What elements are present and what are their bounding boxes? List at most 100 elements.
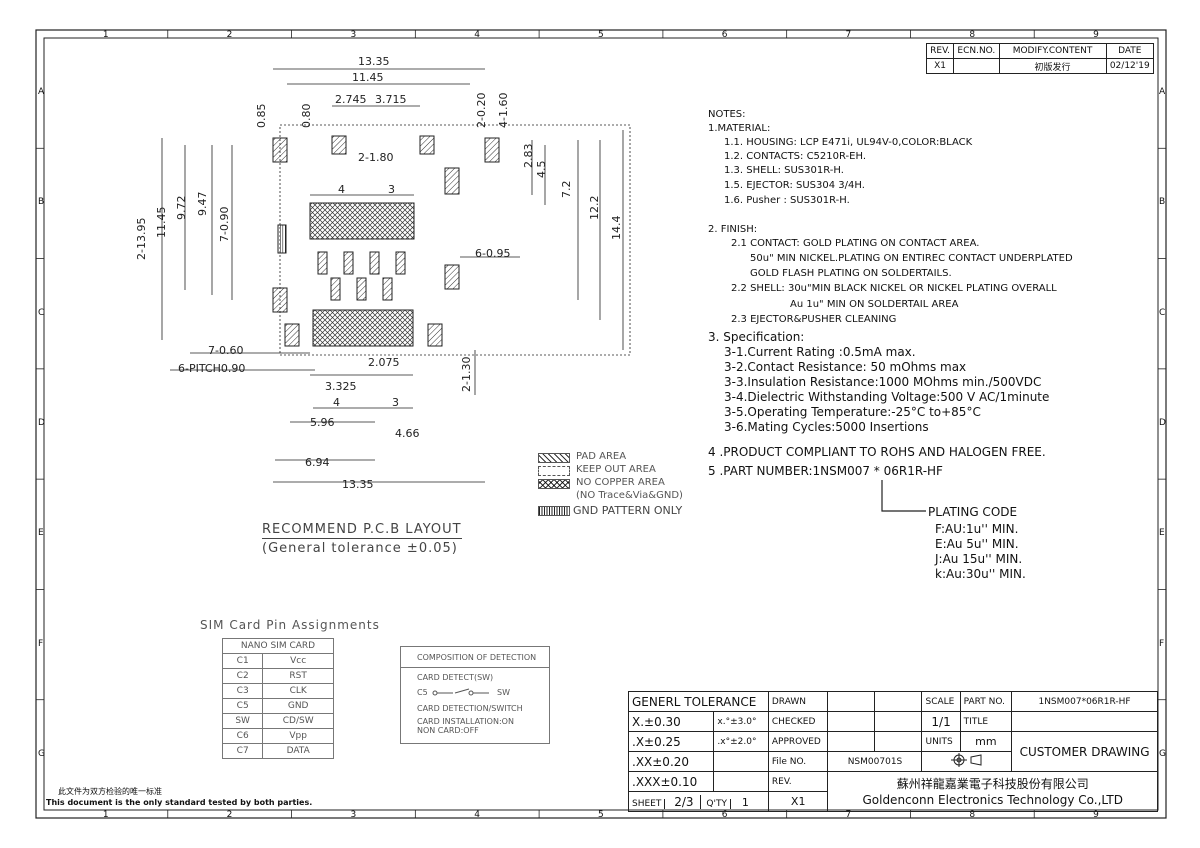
plating-code-e: E:Au 5u'' MIN. [935,537,1019,551]
dim-6-pitch-0-90: 6-PITCH0.90 [178,362,245,375]
grid-col-top-8: 8 [969,30,976,40]
dim-4-top: 4 [338,183,345,196]
dim-2-1-80: 2-1.80 [358,151,393,164]
dim-4-66: 4.66 [395,427,420,440]
dim-3-top: 3 [388,183,395,196]
plating-code-j: J:Au 15u'' MIN. [935,552,1023,566]
grid-col-bottom-3: 3 [350,810,357,820]
tolerance-x: X.±0.30 [627,711,715,732]
layout-title: RECOMMEND P.C.B LAYOUT [262,522,462,539]
grid-col-bottom-7: 7 [845,810,852,820]
dim-3-bottom: 3 [392,396,399,409]
sheet-label: SHEET [629,798,666,809]
dim-11-45: 11.45 [352,71,384,84]
dim-6-0-95: 6-0.95 [475,247,510,260]
dim-11-45-vertical: 11.45 [155,207,168,239]
grid-row-right-F: F [1159,638,1165,649]
part-no-label: PART NO. [959,691,1013,712]
legend-no-trace: (NO Trace&Via&GND) [576,490,683,501]
grid-col-top-1: 1 [102,30,109,40]
material-3: 1.3. SHELL: SUS301R-H. [724,165,844,176]
dim-0-85: 0.85 [255,104,268,129]
material-4: 1.5. EJECTOR: SUS304 3/4H. [724,180,865,191]
detection-line1: CARD DETECT(SW) [417,673,494,682]
finish-5: Au 1u" MIN ON SOLDERTAIL AREA [790,299,959,310]
rev-label: REV. [767,771,829,792]
gnd-pattern-swatch [538,506,570,516]
finish-6: 2.3 EJECTOR&PUSHER CLEANING [731,314,897,325]
grid-col-top-9: 9 [1093,30,1099,40]
finish-4: 2.2 SHELL: 30u"MIN BLACK NICKEL OR NICKE… [731,283,1057,294]
dim-9-47: 9.47 [196,192,209,217]
finish-2: 50u" MIN NICKEL.PLATING ON ENTIREC CONTA… [750,253,1073,264]
grid-row-left-E: E [38,528,44,539]
checked-label: CHECKED [767,711,829,732]
drawn-label: DRAWN [767,691,829,712]
rev-header: REV. [925,43,955,59]
part-no-value: 1NSM007*06R1R-HF [1011,691,1158,712]
qty-value: 1 [741,795,749,809]
grid-row-left-G: G [38,748,45,759]
dim-2-83: 2.83 [522,144,535,169]
ecn-value [953,58,1000,74]
finish-3: GOLD FLASH PLATING ON SOLDERTAILS. [750,268,952,279]
plating-code-k: k:Au:30u'' MIN. [935,567,1026,581]
grid-col-top-6: 6 [721,30,728,40]
grid-col-top-5: 5 [598,30,604,40]
detection-line4: NON CARD:OFF [417,726,479,735]
pin-table-title: SIM Card Pin Assignments [200,618,380,632]
grid-col-bottom-2: 2 [226,810,233,820]
rohs-note: 4 .PRODUCT COMPLIANT TO ROHS AND HALOGEN… [708,445,1046,459]
plating-code-title: PLATING CODE [928,505,1018,519]
dim-4-5: 4.5 [535,161,548,179]
plating-code-leader [881,480,926,512]
company-name-cn: 蘇州祥龍嘉業電子科技股份有限公司 [896,776,1089,791]
grid-row-left-A: A [38,87,45,98]
sheet-value: 2/3 [668,794,701,809]
grid-col-bottom-6: 6 [721,810,728,820]
dim-3-715: 3.715 [375,93,407,106]
scale-value: 1/1 [921,711,961,732]
dim-2-075: 2.075 [368,356,400,369]
date-value: 02/12'19 [1105,58,1155,74]
drawing-title: CUSTOMER DRAWING [1011,731,1158,772]
rev-value: X1 [767,791,829,812]
revision-table: REV. ECN.NO. MODIFY.CONTENT DATE X1 初版发行… [925,43,1155,74]
dim-2-0-20: 2-0.20 [475,93,488,128]
no-copper-swatch [538,479,570,489]
company-name: 蘇州祥龍嘉業電子科技股份有限公司 Goldenconn Electronics … [827,771,1158,812]
grid-row-right-E: E [1159,528,1165,539]
dim-0-80: 0.80 [300,104,313,129]
finish-1: 2.1 CONTACT: GOLD PLATING ON CONTACT ARE… [731,238,980,249]
dim-2-745: 2.745 [335,93,367,106]
part-number-note: 5 .PART NUMBER:1NSM007 * 06R1R-HF [708,464,943,478]
spec-6: 3-6.Mating Cycles:5000 Insertions [724,420,929,434]
legend-gnd-pattern: GND PATTERN ONLY [573,504,683,517]
dim-12-2: 12.2 [588,196,601,221]
dim-6-94: 6.94 [305,456,330,469]
dim-4-bottom: 4 [333,396,340,409]
approved-label: APPROVED [767,731,829,752]
tolerance-angle-2: .x°±2.0° [713,731,769,752]
projection-symbol-icon [921,751,1013,772]
dim-5-96: 5.96 [310,416,335,429]
grid-row-right-B: B [1159,197,1166,208]
pin-table-header: NANO SIM CARD [222,638,334,654]
general-tolerance-label: GENERL TOLERANCE [628,691,769,712]
spec-4: 3-4.Dielectric Withstanding Voltage:500 … [724,390,1050,404]
title-block: GENERL TOLERANCE DRAWN SCALE PART NO. 1N… [627,691,1158,812]
material-5: 1.6. Pusher : SUS301R-H. [724,195,850,206]
sheet-qty-cell: SHEET 2/3 Q'TY 1 [628,791,769,812]
layout-subtitle: (General tolerance ±0.05) [262,541,458,556]
grid-row-left-C: C [38,307,45,318]
grid-row-right-G: G [1159,748,1166,759]
units-value: mm [959,731,1013,752]
dim-13-35-bottom: 13.35 [342,478,374,491]
